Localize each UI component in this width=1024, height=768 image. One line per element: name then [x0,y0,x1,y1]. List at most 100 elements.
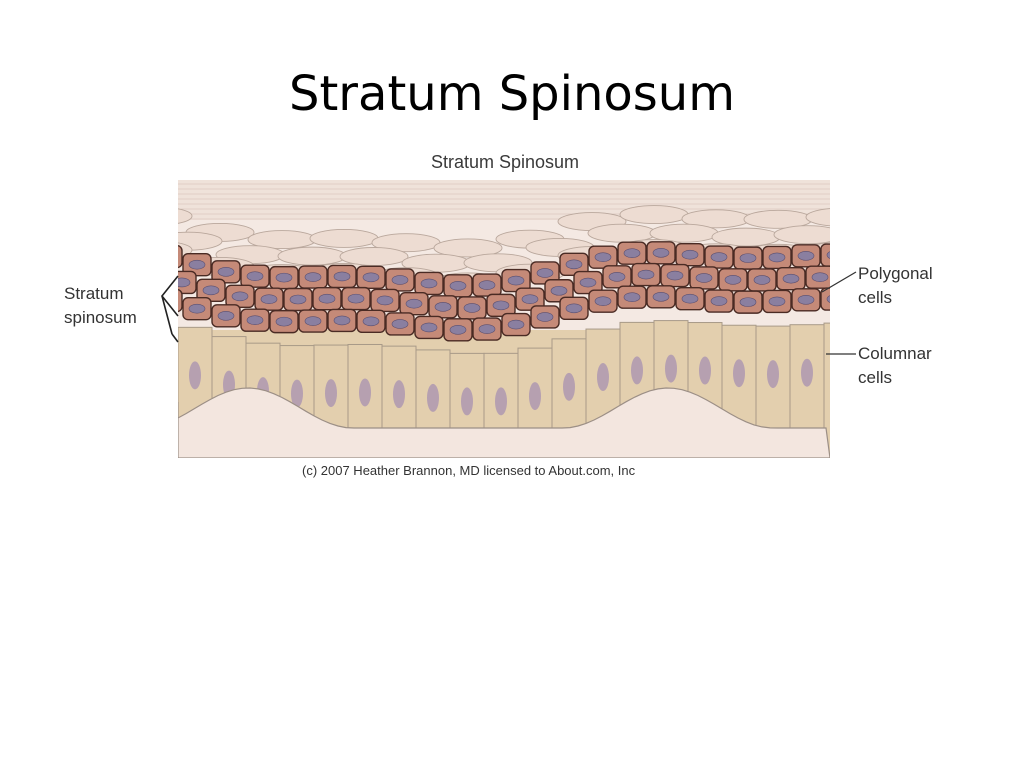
polygonal-nucleus [826,251,830,259]
polygonal-nucleus [710,296,728,306]
polygonal-nucleus [405,298,423,309]
figure-title: Stratum Spinosum [430,152,580,172]
polygonal-nucleus [478,280,496,290]
polygonal-nucleus [202,285,220,296]
polygonal-nucleus [536,312,554,322]
columnar-nucleus [393,380,405,409]
polygonal-nucleus [217,266,235,277]
columnar-nucleus [189,361,201,390]
polygonal-nucleus [391,319,409,329]
polygonal-nucleus [304,272,322,282]
polygonal-nucleus [231,291,249,302]
granular-cell [433,238,503,258]
granular-cell [619,205,689,225]
polygonal-nucleus [782,273,800,284]
polygonal-nucleus [246,315,264,326]
polygonal-nucleus [811,272,829,282]
polygonal-nucleus [652,291,670,302]
polygonal-nucleus [304,316,322,326]
polygonal-nucleus [565,303,583,314]
stratum-spinosum-label-line2: spinosum [64,308,137,327]
polygonal-nucleus [434,302,452,312]
polygonal-layer [178,241,830,342]
columnar-nucleus [597,363,609,392]
polygonal-nucleus [478,324,496,334]
polygonal-nucleus [695,273,713,283]
polygonal-nucleus [289,294,307,305]
granular-cell [773,225,830,245]
polygonal-nucleus [710,252,728,262]
polygonal-nucleus [681,249,699,260]
polygonal-nucleus [768,296,786,307]
polygonal-nucleus [826,295,830,303]
polygonal-nucleus [550,285,568,296]
layer-bracket [160,275,179,343]
polygonal-nucleus [246,271,264,282]
polygonal-nucleus [753,275,771,285]
columnar-nucleus [767,360,779,389]
figure-credit: (c) 2007 Heather Brannon, MD licensed to… [302,463,636,478]
polygonal-nucleus [666,270,684,281]
columnar-cells-label-line1: Columnar [858,344,932,363]
columnar-nucleus [359,378,371,407]
polygonal-nucleus [565,259,583,270]
columnar-nucleus [665,354,677,383]
polygonal-nucleus [637,269,655,280]
epidermis-illustration [178,180,830,458]
polygonal-nucleus [724,274,742,285]
polygonal-nucleus [376,295,394,306]
polygonal-nucleus [420,322,438,333]
columnar-nucleus [801,358,813,387]
polygonal-nucleus [521,294,539,304]
granular-cell [805,208,830,227]
polygonal-nucleus [449,280,467,291]
polygonal-nucleus [275,316,293,327]
polygonal-cell [820,243,830,267]
granular-cell [309,229,379,248]
polygonal-nucleus [739,253,757,263]
stratum-spinosum-label-line1: Stratum [64,284,124,303]
polygonal-nucleus [608,271,626,282]
granular-cell [339,247,409,266]
polygonal-nucleus [362,316,380,327]
polygonal-nucleus [260,294,278,305]
polygonal-cell [178,245,183,269]
polygonal-nucleus [449,324,467,335]
polygonal-nucleus [594,252,612,262]
columnar-nucleus [495,387,507,416]
columnar-cells-label: Columnar cells [858,342,932,390]
polygonal-cell [178,289,183,313]
columnar-nucleus [427,383,439,412]
polygonal-nucleus [739,297,757,307]
granular-cell [178,208,193,224]
polygonal-nucleus [507,275,525,286]
dermis [178,387,830,458]
polygonal-nucleus [188,303,206,314]
columnar-nucleus [529,382,541,411]
polygonal-nucleus [579,277,597,288]
polygonal-nucleus [420,278,438,289]
stratum-spinosum-label: Stratum spinosum [64,282,137,330]
polygonal-nucleus [623,248,641,258]
polygonal-nucleus [463,303,481,313]
polygonal-nucleus [797,250,815,261]
columnar-nucleus [733,359,745,388]
polygonal-nucleus [333,271,351,282]
polygonal-nucleus [217,310,235,321]
columnar-cells-label-line2: cells [858,368,893,387]
columnar-nucleus [563,372,575,401]
polygonal-cells-label-line1: Polygonal [858,264,933,283]
polygonal-nucleus [768,252,786,263]
polygonal-nucleus [318,293,336,304]
polygonal-nucleus [275,272,293,283]
polygonal-nucleus [362,272,380,283]
columnar-nucleus [699,356,711,385]
polygonal-nucleus [347,293,365,304]
slide-title: Stratum Spinosum [289,66,735,122]
columnar-nucleus [631,356,643,385]
polygonal-cells-label-line2: cells [858,288,893,307]
columnar-nucleus [461,387,473,416]
columnar-nucleus [325,379,337,408]
polygonal-nucleus [797,294,815,305]
polygonal-nucleus [623,292,641,302]
